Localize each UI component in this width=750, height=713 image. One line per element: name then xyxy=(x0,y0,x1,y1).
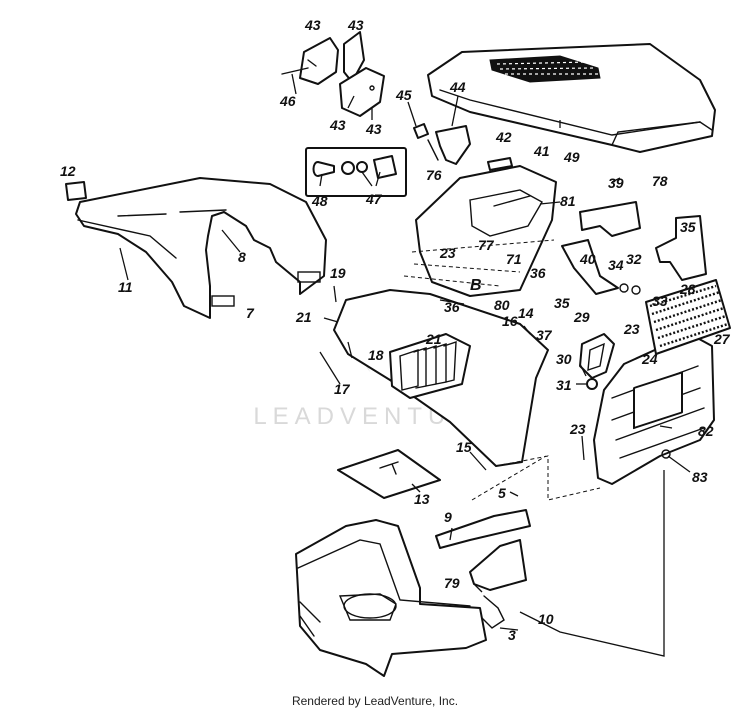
leader-lines xyxy=(119,73,691,631)
callout-31: 31 xyxy=(556,377,572,393)
callout-24: 24 xyxy=(641,351,658,367)
grille-screen xyxy=(645,279,731,355)
callout-42: 42 xyxy=(495,129,512,145)
callout-18: 18 xyxy=(368,347,384,363)
callout-36: 36 xyxy=(530,265,546,281)
hood xyxy=(427,43,716,153)
callout-71: 71 xyxy=(506,251,522,267)
callout-23: 23 xyxy=(623,321,640,337)
callout-45: 45 xyxy=(395,87,412,103)
bracket-assembly xyxy=(281,31,385,117)
callout-48: 48 xyxy=(311,193,328,209)
callout-83: 83 xyxy=(692,469,708,485)
dash-panel xyxy=(415,165,557,297)
callout-43: 43 xyxy=(347,17,364,33)
callout-16: 16 xyxy=(502,313,518,329)
callout-17: 17 xyxy=(334,381,351,397)
callout-29: 29 xyxy=(573,309,590,325)
callout-36: 36 xyxy=(444,299,460,315)
alignment-lines xyxy=(403,239,665,657)
callout-9: 9 xyxy=(444,509,452,525)
callout-82: 82 xyxy=(698,423,714,439)
callout-7: 7 xyxy=(246,305,255,321)
callout-5: 5 xyxy=(498,485,506,501)
callout-80: 80 xyxy=(494,297,510,313)
callout-43: 43 xyxy=(329,117,346,133)
callout-39: 39 xyxy=(608,175,624,191)
key-switch-inset xyxy=(305,147,407,197)
callout-35: 35 xyxy=(680,219,696,235)
callout-21: 21 xyxy=(425,331,442,347)
callout-30: 30 xyxy=(556,351,572,367)
callout-23: 23 xyxy=(439,245,456,261)
callout-8: 8 xyxy=(238,249,246,265)
plate-12 xyxy=(65,181,87,201)
headlamp xyxy=(579,333,615,390)
callout-43: 43 xyxy=(365,121,382,137)
callout-78: 78 xyxy=(652,173,668,189)
callout-33: 33 xyxy=(652,293,668,309)
callout-77: 77 xyxy=(478,237,495,253)
callout-23: 23 xyxy=(569,421,586,437)
callout-12: 12 xyxy=(60,163,76,179)
callouts: 43 43 46 43 43 45 44 42 76 48 47 41 49 8… xyxy=(60,17,731,643)
callout-34: 34 xyxy=(608,257,624,273)
callout-3: 3 xyxy=(508,627,516,643)
callout-10: 10 xyxy=(538,611,554,627)
callout-81: 81 xyxy=(560,193,576,209)
callout-21: 21 xyxy=(295,309,312,325)
callout-B: B xyxy=(470,277,482,294)
callout-43: 43 xyxy=(304,17,321,33)
callout-79: 79 xyxy=(444,575,460,591)
callout-46: 46 xyxy=(279,93,296,109)
callout-15: 15 xyxy=(456,439,472,455)
footer-credit: Rendered by LeadVenture, Inc. xyxy=(291,694,459,708)
callout-40: 40 xyxy=(579,251,596,267)
callout-76: 76 xyxy=(426,167,442,183)
hinge-parts xyxy=(413,123,513,171)
callout-47: 47 xyxy=(365,191,383,207)
callout-27: 27 xyxy=(713,331,731,347)
callout-37: 37 xyxy=(536,327,553,343)
callout-32: 32 xyxy=(626,251,642,267)
support-brackets xyxy=(561,201,707,295)
callout-13: 13 xyxy=(414,491,430,507)
front-grille xyxy=(593,333,715,485)
callout-41: 41 xyxy=(533,143,550,159)
callout-49: 49 xyxy=(563,149,580,165)
callout-14: 14 xyxy=(518,305,534,321)
front-panel xyxy=(333,289,549,467)
callout-35: 35 xyxy=(554,295,570,311)
fender-panel xyxy=(75,177,327,319)
callout-28: 28 xyxy=(679,281,696,297)
callout-19: 19 xyxy=(330,265,346,281)
hood-vent xyxy=(489,55,601,83)
callout-11: 11 xyxy=(118,279,133,295)
callout-44: 44 xyxy=(449,79,466,95)
tractor-frame xyxy=(295,519,487,677)
grille-slots xyxy=(399,341,457,391)
